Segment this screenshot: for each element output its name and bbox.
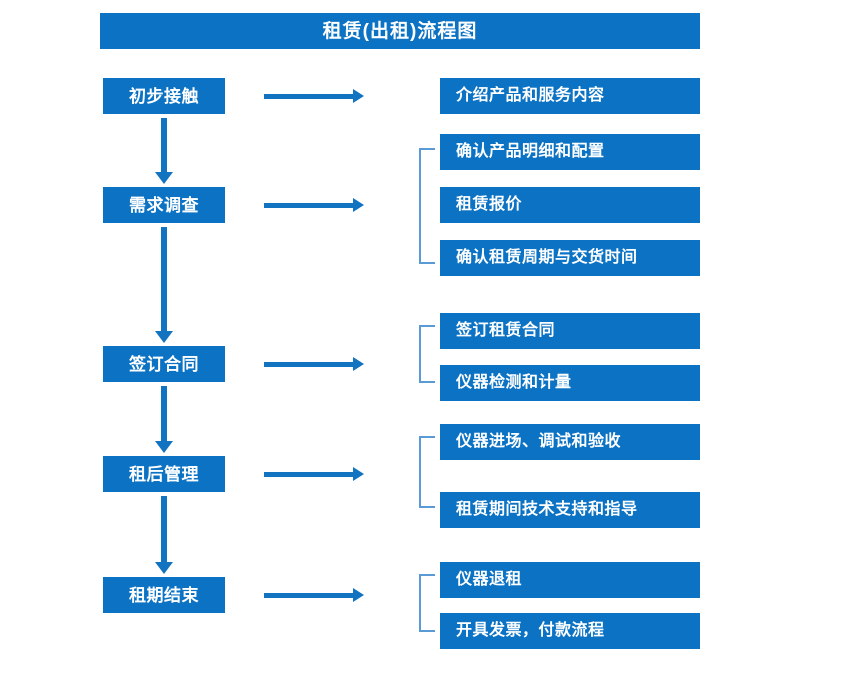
- horizontal-arrow-1: [264, 88, 364, 104]
- stage-box-4[interactable]: 租后管理: [103, 456, 225, 492]
- detail-box-5[interactable]: 签订租赁合同: [440, 313, 700, 349]
- stage-box-5[interactable]: 租期结束: [103, 577, 225, 613]
- stage-label-4: 租后管理: [129, 464, 199, 484]
- stage-label-5: 租期结束: [129, 585, 199, 605]
- detail-box-8[interactable]: 租赁期间技术支持和指导: [440, 492, 700, 528]
- stage-label-1: 初步接触: [129, 86, 199, 106]
- detail-label-5: 签订租赁合同: [456, 322, 556, 339]
- horizontal-arrow-5: [264, 587, 364, 603]
- detail-label-1: 介绍产品和服务内容: [456, 87, 605, 104]
- horizontal-arrow-2: [264, 197, 364, 213]
- stage-label-3: 签订合同: [129, 354, 199, 374]
- group-bracket-2: [419, 325, 435, 383]
- stage-label-2: 需求调查: [129, 195, 199, 215]
- detail-box-6[interactable]: 仪器检测和计量: [440, 365, 700, 401]
- detail-label-6: 仪器检测和计量: [456, 374, 572, 391]
- stage-box-2[interactable]: 需求调查: [103, 187, 225, 223]
- detail-label-2: 确认产品明细和配置: [456, 143, 605, 160]
- horizontal-arrow-3: [264, 356, 364, 372]
- detail-label-7: 仪器进场、调试和验收: [456, 433, 622, 450]
- detail-box-1[interactable]: 介绍产品和服务内容: [440, 78, 700, 114]
- detail-label-9: 仪器退租: [456, 571, 523, 588]
- chart-title-bar: 租赁(出租)流程图: [100, 13, 700, 49]
- detail-box-10[interactable]: 开具发票，付款流程: [440, 613, 700, 649]
- vertical-arrow-1: [155, 118, 173, 184]
- vertical-arrow-2: [155, 227, 173, 343]
- detail-label-10: 开具发票，付款流程: [456, 622, 605, 639]
- group-bracket-4: [419, 574, 435, 632]
- detail-box-2[interactable]: 确认产品明细和配置: [440, 134, 700, 170]
- stage-box-3[interactable]: 签订合同: [103, 346, 225, 382]
- stage-box-1[interactable]: 初步接触: [103, 78, 225, 114]
- detail-box-4[interactable]: 确认租赁周期与交货时间: [440, 240, 700, 276]
- group-bracket-3: [419, 436, 435, 508]
- detail-label-3: 租赁报价: [456, 196, 523, 213]
- group-bracket-1: [419, 148, 435, 264]
- detail-label-8: 租赁期间技术支持和指导: [456, 501, 638, 518]
- horizontal-arrow-4: [264, 466, 364, 482]
- detail-box-9[interactable]: 仪器退租: [440, 562, 700, 598]
- detail-label-4: 确认租赁周期与交货时间: [456, 249, 638, 266]
- detail-box-7[interactable]: 仪器进场、调试和验收: [440, 424, 700, 460]
- detail-box-3[interactable]: 租赁报价: [440, 187, 700, 223]
- vertical-arrow-3: [155, 386, 173, 453]
- vertical-arrow-4: [155, 496, 173, 574]
- page-title: 租赁(出租)流程图: [322, 20, 478, 42]
